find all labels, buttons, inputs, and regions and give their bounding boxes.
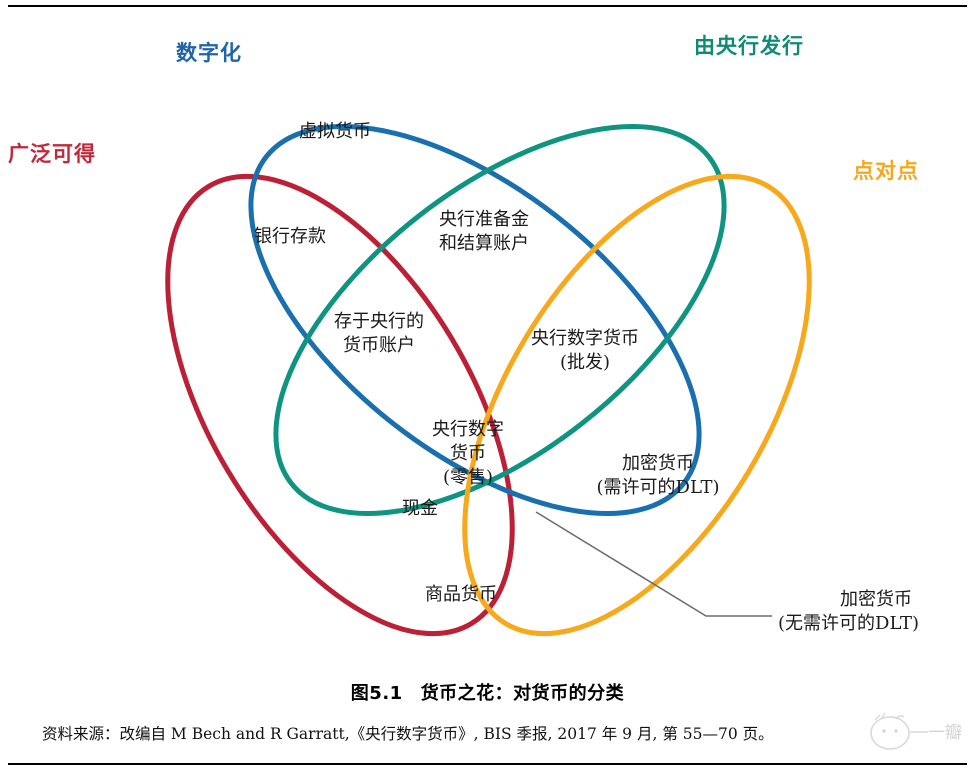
set-label-cb-issued: 由央行发行 [694,34,804,58]
venn-diagram [165,124,812,637]
region-label-bank-deposits: 银行存款 [254,226,326,247]
region-label-cash: 现金 [402,498,438,519]
ellipse-peer-to-peer [462,173,812,637]
region-label-cbdc-retail: 央行数字 货币 (零售) [432,419,504,488]
figure-number: 图5.1 [350,683,403,704]
region-label-cbdc-wholesale: 央行数字货币 (批发) [531,328,639,373]
bottom-divider-rule [8,763,967,765]
region-label-crypto-permissioned: 加密货币 (需许可的DLT) [596,453,720,498]
figure-title: 货币之花：对货币的分类 [420,683,625,704]
ellipse-digital [248,124,702,516]
set-label-widely-accessible: 广泛可得 [8,142,96,166]
leader-line-crypto-permissionless [535,511,772,617]
watermark: 一瓣 [866,706,971,756]
region-label-crypto-permissionless: 加密货币 (无需许可的DLT) [778,589,919,634]
region-label-virtual-currency: 虚拟货币 [299,121,371,142]
region-label-cb-reserves: 央行准备金 和结算账户 [439,209,529,254]
set-label-peer-to-peer: 点对点 [853,159,919,183]
region-label-commodity-money: 商品货币 [425,584,497,605]
ellipse-widely-accessible [165,173,515,637]
region-label-cb-money-accounts: 存于央行的 货币账户 [334,311,424,356]
set-label-digital: 数字化 [176,41,242,65]
watermark-label: 一瓣 [928,723,962,743]
ellipse-cb-issued [273,124,727,516]
figure-caption: 图5.1 货币之花：对货币的分类 [0,679,975,705]
watermark-face-icon [870,712,928,750]
top-divider-rule [8,5,967,7]
source-note: 资料来源：改编自 M Bech and R Garratt,《央行数字货币》, … [42,725,774,743]
